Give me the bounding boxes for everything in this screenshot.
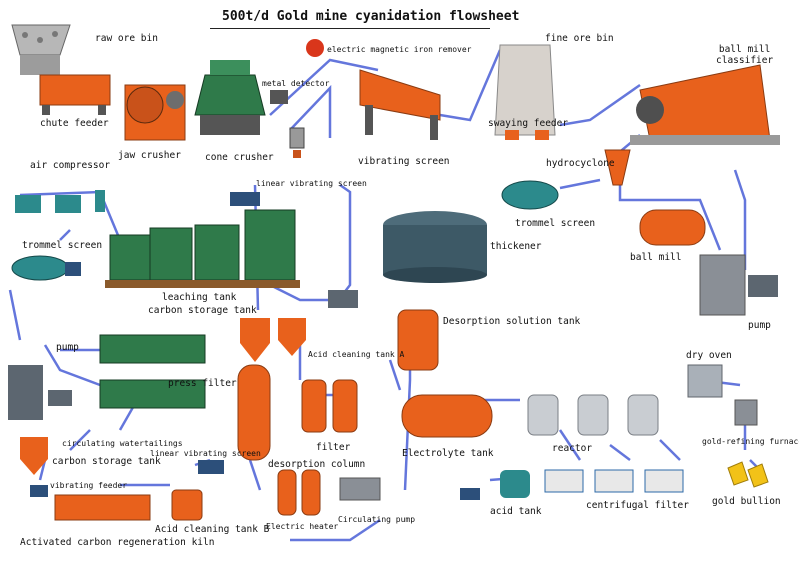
label-acid-tank: acid tank	[490, 506, 542, 517]
electric-heater-icon	[277, 469, 321, 516]
label-raw-ore-bin: raw ore bin	[95, 33, 158, 44]
label-dry-oven: dry oven	[686, 350, 732, 361]
gold-refining-furnace-icon	[734, 399, 758, 426]
label-regeneration-kiln: Activated carbon regeneration kiln	[20, 537, 215, 548]
circulating-pump-icon	[339, 477, 381, 501]
linear-vibrating-screen-top-icon	[230, 192, 260, 206]
acid-cleaning-tank-b-icon	[171, 489, 203, 521]
label-linear-vibrating-screen-bottom: linear vibrating screen	[150, 449, 261, 458]
diagram-title: 500t/d Gold mine cyanidation flowsheet	[222, 9, 520, 24]
label-jaw-crusher: jaw crusher	[118, 150, 181, 161]
dry-oven-icon	[687, 364, 723, 398]
press-filter-icon	[99, 334, 206, 409]
label-desorption-column: desorption column	[268, 459, 366, 470]
label-carbon-storage-tank-bottom: carbon storage tank	[52, 456, 161, 467]
trommel-screen-right-icon	[501, 180, 559, 210]
cone-crusher-icon	[194, 60, 266, 135]
label-swaying-feeder: swaying feeder	[488, 118, 569, 129]
raw-ore-bin-icon	[11, 24, 71, 75]
acid-cleaning-tank-a-icon	[278, 318, 306, 356]
desorption-solution-tank-icon	[397, 309, 439, 371]
label-leaching-tank: leaching tank	[162, 292, 237, 303]
label-metal-detector: metal detector	[262, 79, 330, 88]
label-circulating-water: circulating water	[62, 439, 144, 448]
ball-mill-icon	[639, 209, 706, 246]
label-pump-left: pump	[56, 342, 79, 353]
label-fine-ore-bin: fine ore bin	[545, 33, 614, 44]
chute-feeder-icon	[39, 74, 111, 115]
label-pump-right: pump	[748, 320, 771, 331]
reactor-icon	[527, 394, 659, 436]
thickener-icon	[383, 211, 487, 283]
gold-bullion-icon	[727, 461, 769, 488]
label-hydrocyclone: hydrocyclone	[546, 158, 615, 169]
centrifugal-filter-icon	[544, 469, 684, 493]
filter-icon	[301, 379, 358, 433]
hydrocyclone-icon	[604, 149, 631, 186]
label-circulating-pump: Circulating pump	[338, 515, 416, 524]
label-chute-feeder: chute feeder	[40, 118, 109, 129]
label-linear-vibrating-screen-top: linear vibrating screen	[256, 179, 367, 188]
pump-right-icon	[699, 254, 778, 316]
label-ball-mill: ball mill	[630, 252, 682, 263]
label-filter: filter	[316, 442, 351, 453]
carbon-storage-tank-top-icon	[240, 318, 270, 362]
label-cone-crusher: cone crusher	[205, 152, 274, 163]
label-electrolyte-tank: Electrolyte tank	[402, 448, 494, 459]
pump-left-icon	[8, 365, 72, 420]
regeneration-kiln-icon	[30, 485, 151, 521]
linear-vibrating-screen-bottom-icon	[198, 460, 224, 474]
title-underline	[210, 28, 490, 29]
vibrating-screen-icon	[359, 69, 441, 140]
label-gold-refining-furnace: gold-refining furnace	[702, 437, 799, 446]
label-desorption-solution-tank: Desorption solution tank	[443, 316, 581, 327]
pump-thickener-icon	[328, 290, 358, 308]
label-centrifugal-filter: centrifugal filter	[586, 500, 689, 511]
label-iron-remover: electric magnetic iron remover	[327, 45, 472, 54]
carbon-storage-tank-bottom-icon	[20, 437, 48, 475]
label-thickener: thickener	[490, 241, 542, 252]
label-vibrating-screen: vibrating screen	[358, 156, 450, 167]
ball-mill-classifier-icon	[630, 64, 780, 145]
label-trommel-screen-left: trommel screen	[22, 240, 103, 251]
trommel-screen-left-icon	[11, 255, 81, 281]
desorption-column-icon	[237, 364, 271, 461]
air-compressor-icon	[15, 190, 105, 213]
iron-remover-icon	[306, 39, 324, 57]
label-acid-cleaning-tank-a: Acid cleaning tank A	[308, 350, 405, 359]
label-ball-mill-classifier: ball mill classifier	[716, 44, 774, 66]
label-air-compressor: air compressor	[30, 160, 111, 171]
label-electric-heater: Electric heater	[266, 522, 339, 531]
electrolyte-tank-icon	[401, 394, 493, 438]
label-trommel-screen-right: trommel screen	[515, 218, 596, 229]
fine-ore-bin-icon	[494, 44, 556, 140]
label-reactor: reactor	[552, 443, 593, 454]
leaching-tank-icon	[105, 209, 300, 288]
label-press-filter: press filter	[168, 378, 237, 389]
label-carbon-storage-tank-top: carbon storage tank	[148, 305, 257, 316]
label-tailings: tailings	[144, 439, 183, 448]
label-gold-bullion: gold bullion	[712, 496, 781, 507]
label-vibrating-feeder: vibrating feeder	[50, 481, 128, 490]
label-acid-cleaning-tank-b: Acid cleaning tank B	[155, 524, 270, 535]
jaw-crusher-icon	[124, 84, 186, 141]
metal-detector-icon	[270, 90, 305, 158]
acid-tank-icon	[460, 470, 530, 500]
